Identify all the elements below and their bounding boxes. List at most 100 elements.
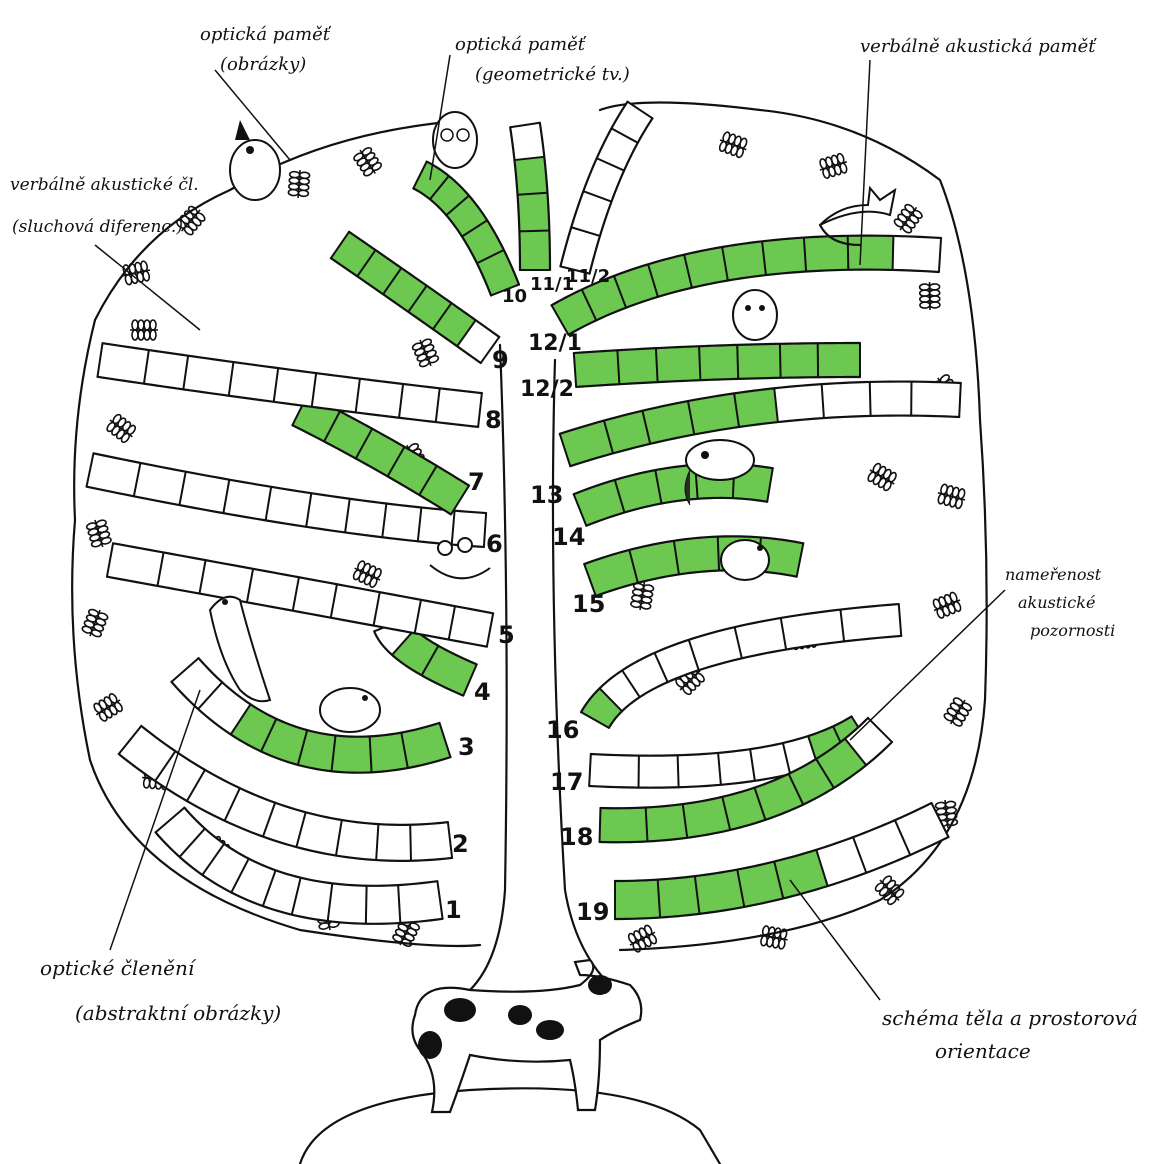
segment-divider xyxy=(600,808,601,842)
leaf-icon xyxy=(352,145,384,179)
branch-8 xyxy=(97,343,481,427)
green-segment xyxy=(658,876,700,917)
label-right-middle-line2: akustické xyxy=(1018,593,1095,612)
label-top-right: verbálně akustická paměť xyxy=(860,36,1097,57)
label-top-center-line2: (geometrické tv.) xyxy=(475,64,630,85)
branch-number-13: 13 xyxy=(530,481,563,509)
white-segment xyxy=(893,236,941,272)
leaf xyxy=(886,895,897,906)
leaf xyxy=(882,480,892,492)
segment-divider xyxy=(410,825,411,861)
green-segment xyxy=(818,343,860,377)
branch-number-17: 17 xyxy=(550,768,583,796)
green-segment xyxy=(848,236,894,270)
white-segment xyxy=(356,379,403,418)
white-segment xyxy=(328,883,367,923)
white-segment xyxy=(382,504,421,542)
white-segment xyxy=(87,453,141,496)
leaf xyxy=(143,778,150,788)
label-left-upper-line2: (sluchová diferenc.) xyxy=(12,217,183,237)
branch-number-19: 19 xyxy=(576,898,609,926)
white-segment xyxy=(436,388,482,427)
white-segment xyxy=(589,754,639,788)
leaf xyxy=(932,598,941,610)
leaf xyxy=(735,147,744,158)
leaf xyxy=(920,284,930,290)
green-segment xyxy=(518,193,550,232)
leaf xyxy=(144,330,150,340)
leaf-icon xyxy=(758,925,789,950)
label-bottom-right-line2: orientace xyxy=(935,1039,1031,1063)
green-segment xyxy=(674,537,719,575)
white-segment xyxy=(399,384,440,422)
leaf xyxy=(138,330,144,340)
leaf-icon xyxy=(892,201,925,235)
leaf xyxy=(132,320,138,330)
branch-11-2 xyxy=(560,102,652,274)
white-segment xyxy=(822,382,871,418)
branch-number-10: 10 xyxy=(502,286,527,307)
branch-number-5: 5 xyxy=(498,621,515,649)
leaf-icon xyxy=(104,412,138,445)
leaf xyxy=(943,712,955,722)
leaf xyxy=(356,560,366,572)
label-top-center-line1: optická paměť xyxy=(455,34,587,55)
leaf xyxy=(912,209,924,220)
leaf xyxy=(81,625,92,634)
leaf-icon xyxy=(717,131,750,159)
green-segment xyxy=(780,343,818,378)
leaf xyxy=(298,190,308,197)
branch-number-2: 2 xyxy=(452,830,469,858)
segment-divider xyxy=(780,344,781,378)
segment-divider xyxy=(699,346,700,380)
green-segment xyxy=(699,345,738,380)
branch-15 xyxy=(584,536,803,596)
branch-11-1 xyxy=(510,123,550,270)
label-bottom-right: schéma těla a prostorová orientace xyxy=(882,1006,1138,1063)
branch-13 xyxy=(560,382,961,467)
leaf xyxy=(120,432,131,444)
green-segment xyxy=(656,346,700,382)
green-segment xyxy=(722,241,766,280)
leaf-icon xyxy=(91,692,125,724)
label-top-left-line1: optická paměť xyxy=(200,24,332,45)
white-segment xyxy=(274,368,316,407)
green-segment xyxy=(762,238,806,276)
label-bottom-left: optické členění (abstraktní obrázky) xyxy=(40,956,281,1025)
branch-number-16: 16 xyxy=(546,716,579,744)
white-segment xyxy=(107,543,164,586)
leaf xyxy=(648,933,658,945)
white-segment xyxy=(410,822,452,861)
left-branches xyxy=(87,232,500,924)
branch-3 xyxy=(171,658,450,773)
branch-10 xyxy=(413,162,519,296)
leaf xyxy=(144,320,150,330)
white-segment xyxy=(774,384,824,422)
white-segment xyxy=(398,881,442,923)
label-top-right-line1: verbálně akustická paměť xyxy=(860,36,1097,57)
branch-number-9: 9 xyxy=(492,346,509,374)
label-left-upper-line1: verbálně akustické čl. xyxy=(10,175,199,195)
leaf xyxy=(930,302,940,308)
hill xyxy=(300,1088,720,1164)
green-segment xyxy=(615,880,660,919)
leaf xyxy=(920,290,930,296)
label-bottom-left-line2: (abstraktní obrázky) xyxy=(75,1001,281,1025)
green-segment xyxy=(642,401,694,444)
leaf-icon xyxy=(85,517,112,549)
white-segment xyxy=(306,493,350,532)
green-segment xyxy=(646,804,688,841)
leaf xyxy=(920,296,930,302)
white-segment xyxy=(366,885,400,924)
segment-divider xyxy=(519,230,549,231)
label-left-upper: verbálně akustické čl. (sluchová diferen… xyxy=(10,175,199,237)
branch-number-12-2: 12/2 xyxy=(520,377,574,402)
green-segment xyxy=(617,348,657,384)
branch-number-12-1: 12/1 xyxy=(528,331,582,356)
white-segment xyxy=(312,373,360,412)
leaf xyxy=(930,290,940,296)
leaf xyxy=(288,189,298,196)
white-segment xyxy=(870,382,912,416)
leaf xyxy=(150,320,156,330)
leaf-icon xyxy=(81,606,110,639)
